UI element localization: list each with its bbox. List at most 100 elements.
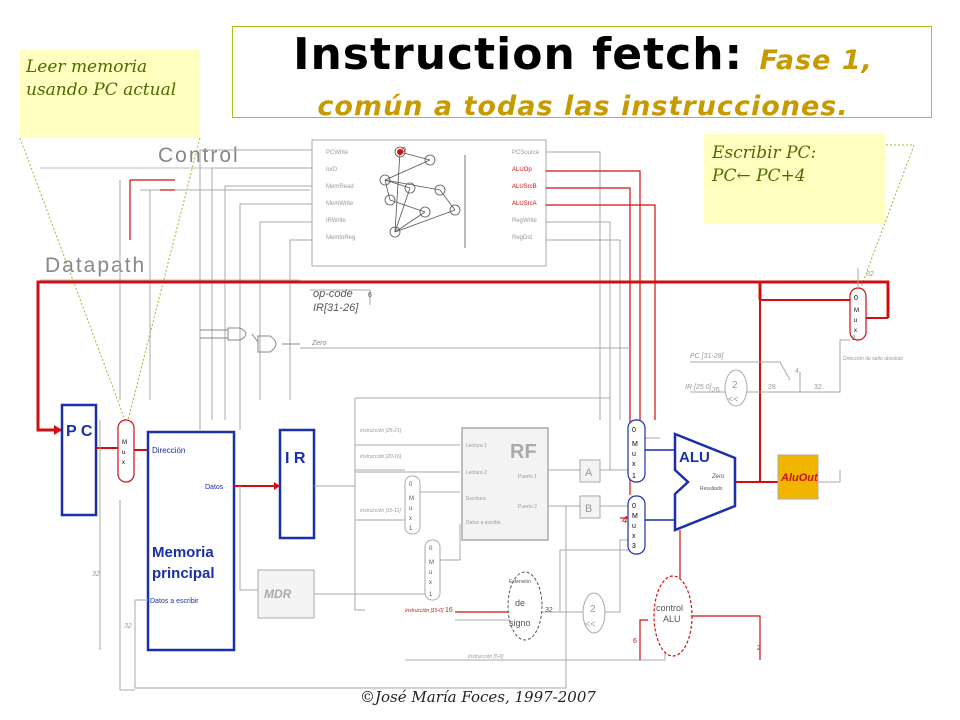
pc-label: P C — [66, 423, 93, 440]
alusrca-in0: 0 — [632, 427, 636, 434]
iord-mux-m: M — [122, 440, 127, 446]
aluctl-width: 6 — [633, 638, 637, 645]
mdr-label: MDR — [264, 587, 292, 601]
memory-label-line2: principal — [152, 565, 215, 582]
memory-label-line1: Memoria — [152, 544, 214, 561]
shift-left-bottom — [582, 592, 606, 634]
signal-regwrite: RegWrite — [512, 218, 538, 224]
note-read-memory: Leer memoria usando PC actual — [20, 50, 200, 138]
memtoreg-u: u — [429, 570, 432, 576]
shift-left-top — [724, 369, 748, 407]
rf-port-labels: Lectura 1 Lectura 2 Escritura Datos a es… — [466, 443, 537, 526]
aluop-wire — [692, 615, 761, 660]
pcmux-in0: 0 — [854, 295, 858, 302]
pc-width-label: 32 — [92, 571, 100, 578]
signal-regdst: RegDst — [512, 235, 532, 241]
memory-write-data-port: Datos a escribir — [150, 598, 199, 605]
signal-iord: IorD — [326, 167, 338, 173]
pc-source-mux — [849, 287, 867, 341]
alu-label: ALU — [679, 449, 710, 466]
ir-label: I R — [285, 450, 306, 467]
regdst-x: x — [409, 516, 412, 522]
shift-top-symbol: << — [728, 394, 739, 404]
signal-memwrite: MemWrite — [326, 201, 354, 207]
pcmux-in2: 2 — [852, 336, 856, 342]
a-register — [579, 459, 601, 483]
control-label: Control — [158, 144, 240, 167]
aluout-register — [777, 454, 819, 500]
alusrca-in1: 1 — [632, 473, 636, 480]
alusrca-x: x — [632, 461, 636, 468]
instr-15-11-label: Instrucción [15-11] — [360, 508, 401, 514]
sign-extend-label-3: signo — [509, 618, 531, 628]
fsm-state-zero: 0 — [402, 147, 406, 154]
note-write-pc-line2: PC← PC+4 — [712, 166, 806, 186]
alusrcb-in3: 3 — [632, 543, 636, 550]
instruction-field-labels: Instrucción [25-21] Instrucción [20-16] … — [360, 428, 504, 660]
rf-out2-port: Puerto 2 — [518, 504, 537, 510]
pcmux-u: u — [854, 318, 857, 324]
alusrcb-u: u — [632, 523, 636, 530]
pcmux-x: x — [854, 328, 857, 334]
memtoreg-m: M — [429, 560, 434, 566]
pcmux-width-label: 32 — [866, 271, 874, 278]
memory-to-mdr-wire — [239, 486, 258, 591]
shift-bottom-symbol: << — [585, 619, 596, 629]
opcode-range-label: IR[31-26] — [313, 302, 359, 314]
register-file — [461, 427, 549, 541]
alusrcb-mux — [627, 495, 646, 555]
rf-read2-port: Lectura 2 — [466, 470, 487, 476]
memory-address-port: Dirección — [152, 446, 185, 455]
regdst-m: M — [409, 496, 414, 502]
control-unit-block — [311, 139, 547, 267]
rf-out1-port: Puerto 1 — [518, 474, 537, 480]
b-register — [579, 495, 601, 519]
title-box: Instruction fetch: Fase 1, común a todas… — [232, 26, 932, 122]
iord-mux — [117, 419, 135, 483]
jump-width-32: 32 — [814, 384, 822, 391]
memtoreg-x: x — [429, 580, 432, 586]
alu-control-label-2: ALU — [663, 614, 681, 624]
pc-feedback-arrow — [54, 425, 62, 435]
memtoreg-in0: 0 — [429, 546, 433, 552]
aluout-label: AluOut — [780, 472, 819, 484]
instr-15-0-label: Instrucción [15-0] — [405, 608, 444, 614]
pc-bits-label: PC [31-28] — [690, 353, 725, 360]
iord-mux-u: u — [122, 450, 125, 456]
alusrcb-x: x — [632, 533, 636, 540]
alusrcb-in0: 0 — [632, 503, 636, 510]
signal-alusrcb: ALUSrcB — [512, 184, 537, 190]
memwrite-width-label: 32 — [124, 623, 132, 630]
signal-memtoreg: MemtoReg — [326, 235, 355, 241]
signal-irwrite: IRWrite — [326, 218, 346, 224]
iord-mux-x: x — [122, 460, 125, 466]
instr-5-0-label: Instrucción [5-0] — [468, 654, 504, 660]
shift-bottom-amount: 2 — [590, 604, 596, 615]
pc-feedback-wire — [36, 280, 762, 432]
control-signals-right: PCSource ALUOp ALUSrcB ALUSrcA RegWrite … — [512, 150, 540, 241]
funct-to-alu-control — [639, 619, 648, 660]
alusrca-m: M — [632, 441, 638, 448]
aluop-width: 2 — [757, 645, 761, 652]
main-memory — [146, 430, 236, 652]
ext-in-width: 16 — [445, 607, 453, 614]
rf-label: RF — [510, 441, 537, 463]
regdst-in1: 1 — [409, 526, 413, 532]
shift-top-amount: 2 — [732, 380, 738, 391]
jump-width-4: 4 — [795, 368, 799, 375]
regdst-mux — [404, 475, 421, 535]
alu-zero-port: Zero — [711, 474, 725, 480]
title-main-text: Instruction fetch: — [293, 29, 744, 80]
opcode-label: op-code — [313, 288, 353, 300]
pcmux-m: M — [854, 308, 859, 314]
sign-extend-unit — [507, 571, 543, 641]
opcode-wire — [310, 289, 371, 305]
signal-aluop: ALUOp — [512, 167, 532, 173]
opcode-width: 6 — [368, 292, 372, 299]
alusrca-mux — [627, 419, 646, 483]
sign-extend-label-2: de — [515, 598, 525, 608]
constant-four: 4 — [622, 515, 628, 526]
jump-address-label: Dirección de salto absoluto — [843, 356, 903, 362]
slide-subtitle: común a todas las instrucciones. — [317, 91, 849, 122]
ir-register — [278, 428, 316, 540]
